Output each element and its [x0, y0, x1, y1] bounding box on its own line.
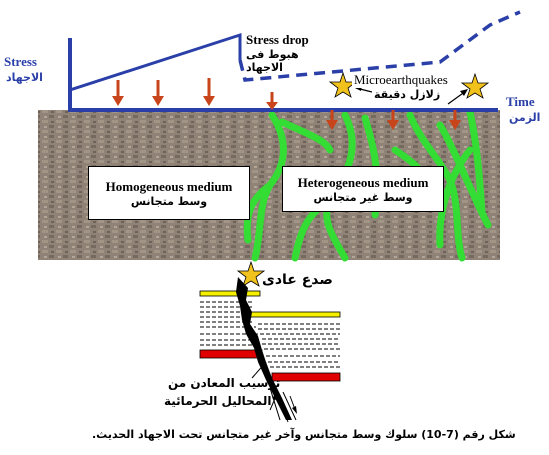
homogeneous-medium-box: Homogeneous medium وسط متجانس [88, 166, 250, 220]
stress-arrow [112, 80, 124, 106]
stress-drop-box: Stress drop هبوط فى الاجهاد [246, 32, 336, 74]
dashed-layers-right [258, 323, 340, 368]
fault-splay-lines [269, 387, 297, 423]
star-icon [236, 260, 266, 287]
stress-buildup-curve [68, 32, 242, 108]
layer-red [199, 349, 263, 359]
fault-plane [236, 277, 292, 420]
homogeneous-label: Homogeneous medium [105, 178, 233, 194]
heterogeneous-label-ar: وسط غير متجانس [313, 190, 413, 204]
stress-label-ar: الاجهاد [6, 71, 43, 84]
fault-label: صدع عادى [262, 272, 333, 288]
stress-drop-label-ar: هبوط فى الاجهاد [246, 48, 299, 74]
stress-arrow [449, 110, 461, 130]
stress-arrow [152, 80, 164, 106]
heterogeneous-medium-box: Heterogeneous medium وسط غير متجانس [282, 166, 444, 212]
stress-label: Stress [4, 54, 37, 69]
layer-yellow [199, 290, 261, 297]
fault-diagram [199, 277, 341, 423]
mineral-pointer [251, 361, 267, 379]
star-icon [460, 72, 490, 99]
layer-yellow [249, 311, 341, 318]
figure-caption: شكل رقم (7-10) سلوك وسط متجانس وآخر غير … [92, 428, 516, 441]
stress-arrow [387, 110, 399, 130]
stress-arrow [266, 92, 278, 110]
heterogeneous-label: Heterogeneous medium [297, 174, 429, 190]
time-label-ar: الزمن [509, 111, 541, 124]
stress-arrow [203, 78, 215, 106]
microquakes-label-ar: زلازل دقيقة [372, 88, 443, 101]
mineral-label-line2: المحاليل الحرمائية [164, 394, 272, 408]
stress-drop-label: Stress drop [246, 32, 309, 47]
time-label: Time [506, 94, 535, 109]
mineral-label-line1: ترسيب المعادن من [168, 376, 281, 390]
homogeneous-label-ar: وسط متجانس [130, 194, 208, 208]
stress-arrows [112, 78, 461, 130]
fault-movement-arrows [269, 392, 297, 414]
stress-arrow [326, 110, 338, 130]
stress-drop-dashed-curve [238, 10, 521, 82]
layer-red [271, 372, 341, 382]
microquakes-label: Microearthquakes [352, 72, 450, 88]
